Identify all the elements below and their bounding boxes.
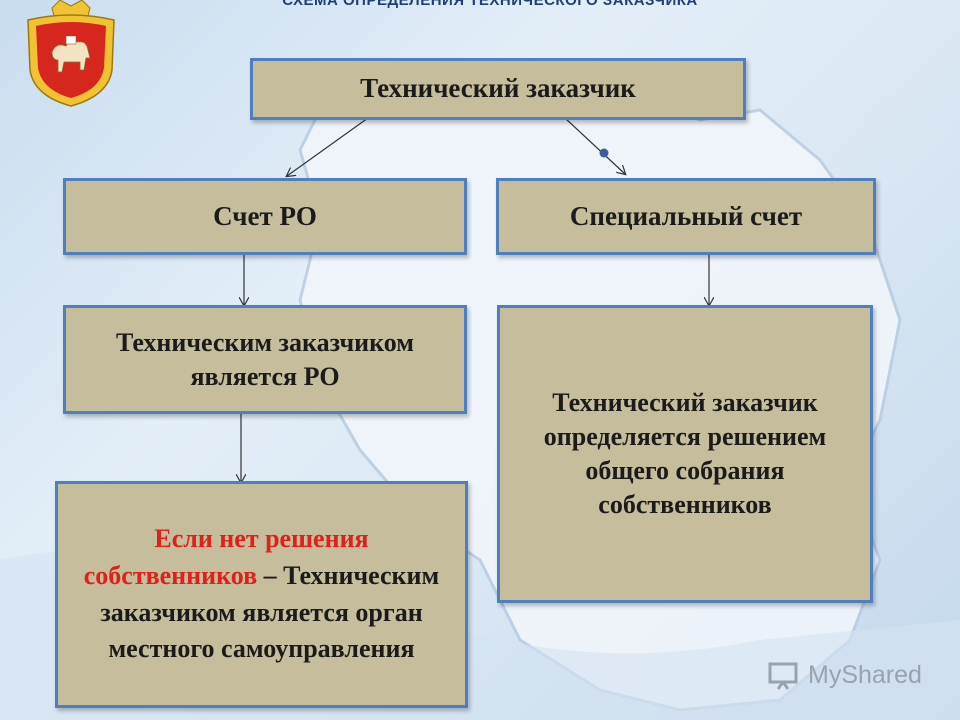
fallback-result-text: Техническим заказчиком является орган ме… (100, 560, 440, 664)
right-branch-label: Специальный счет (569, 200, 803, 231)
fallback-condition-text: Если нет решения собственников (83, 523, 369, 590)
right-result-label: Технический заказчик определяется решени… (543, 388, 827, 519)
fallback-dash: – (257, 560, 277, 590)
root-label: Технический заказчик (360, 73, 636, 104)
presentation-icon (768, 662, 798, 690)
left-fallback-box: Если нет решения собственников – Техниче… (55, 481, 468, 708)
watermark-logo: MyShared (768, 655, 938, 695)
left-result-label: Техническим заказчиком является РО (115, 327, 415, 391)
right-result-box: Технический заказчик определяется решени… (497, 305, 873, 603)
left-branch-box: Счет РО (63, 178, 467, 255)
coat-of-arms-icon (27, 0, 115, 107)
right-branch-box: Специальный счет (496, 178, 876, 255)
left-branch-label: Счет РО (213, 200, 317, 231)
slide-title: СХЕМА ОПРЕДЕЛЕНИЯ ТЕХНИЧЕСКОГО ЗАКАЗЧИКА (282, 0, 698, 9)
watermark-text: MyShared (808, 660, 922, 689)
left-result-box: Техническим заказчиком является РО (63, 305, 467, 414)
root-box: Технический заказчик (250, 58, 746, 120)
